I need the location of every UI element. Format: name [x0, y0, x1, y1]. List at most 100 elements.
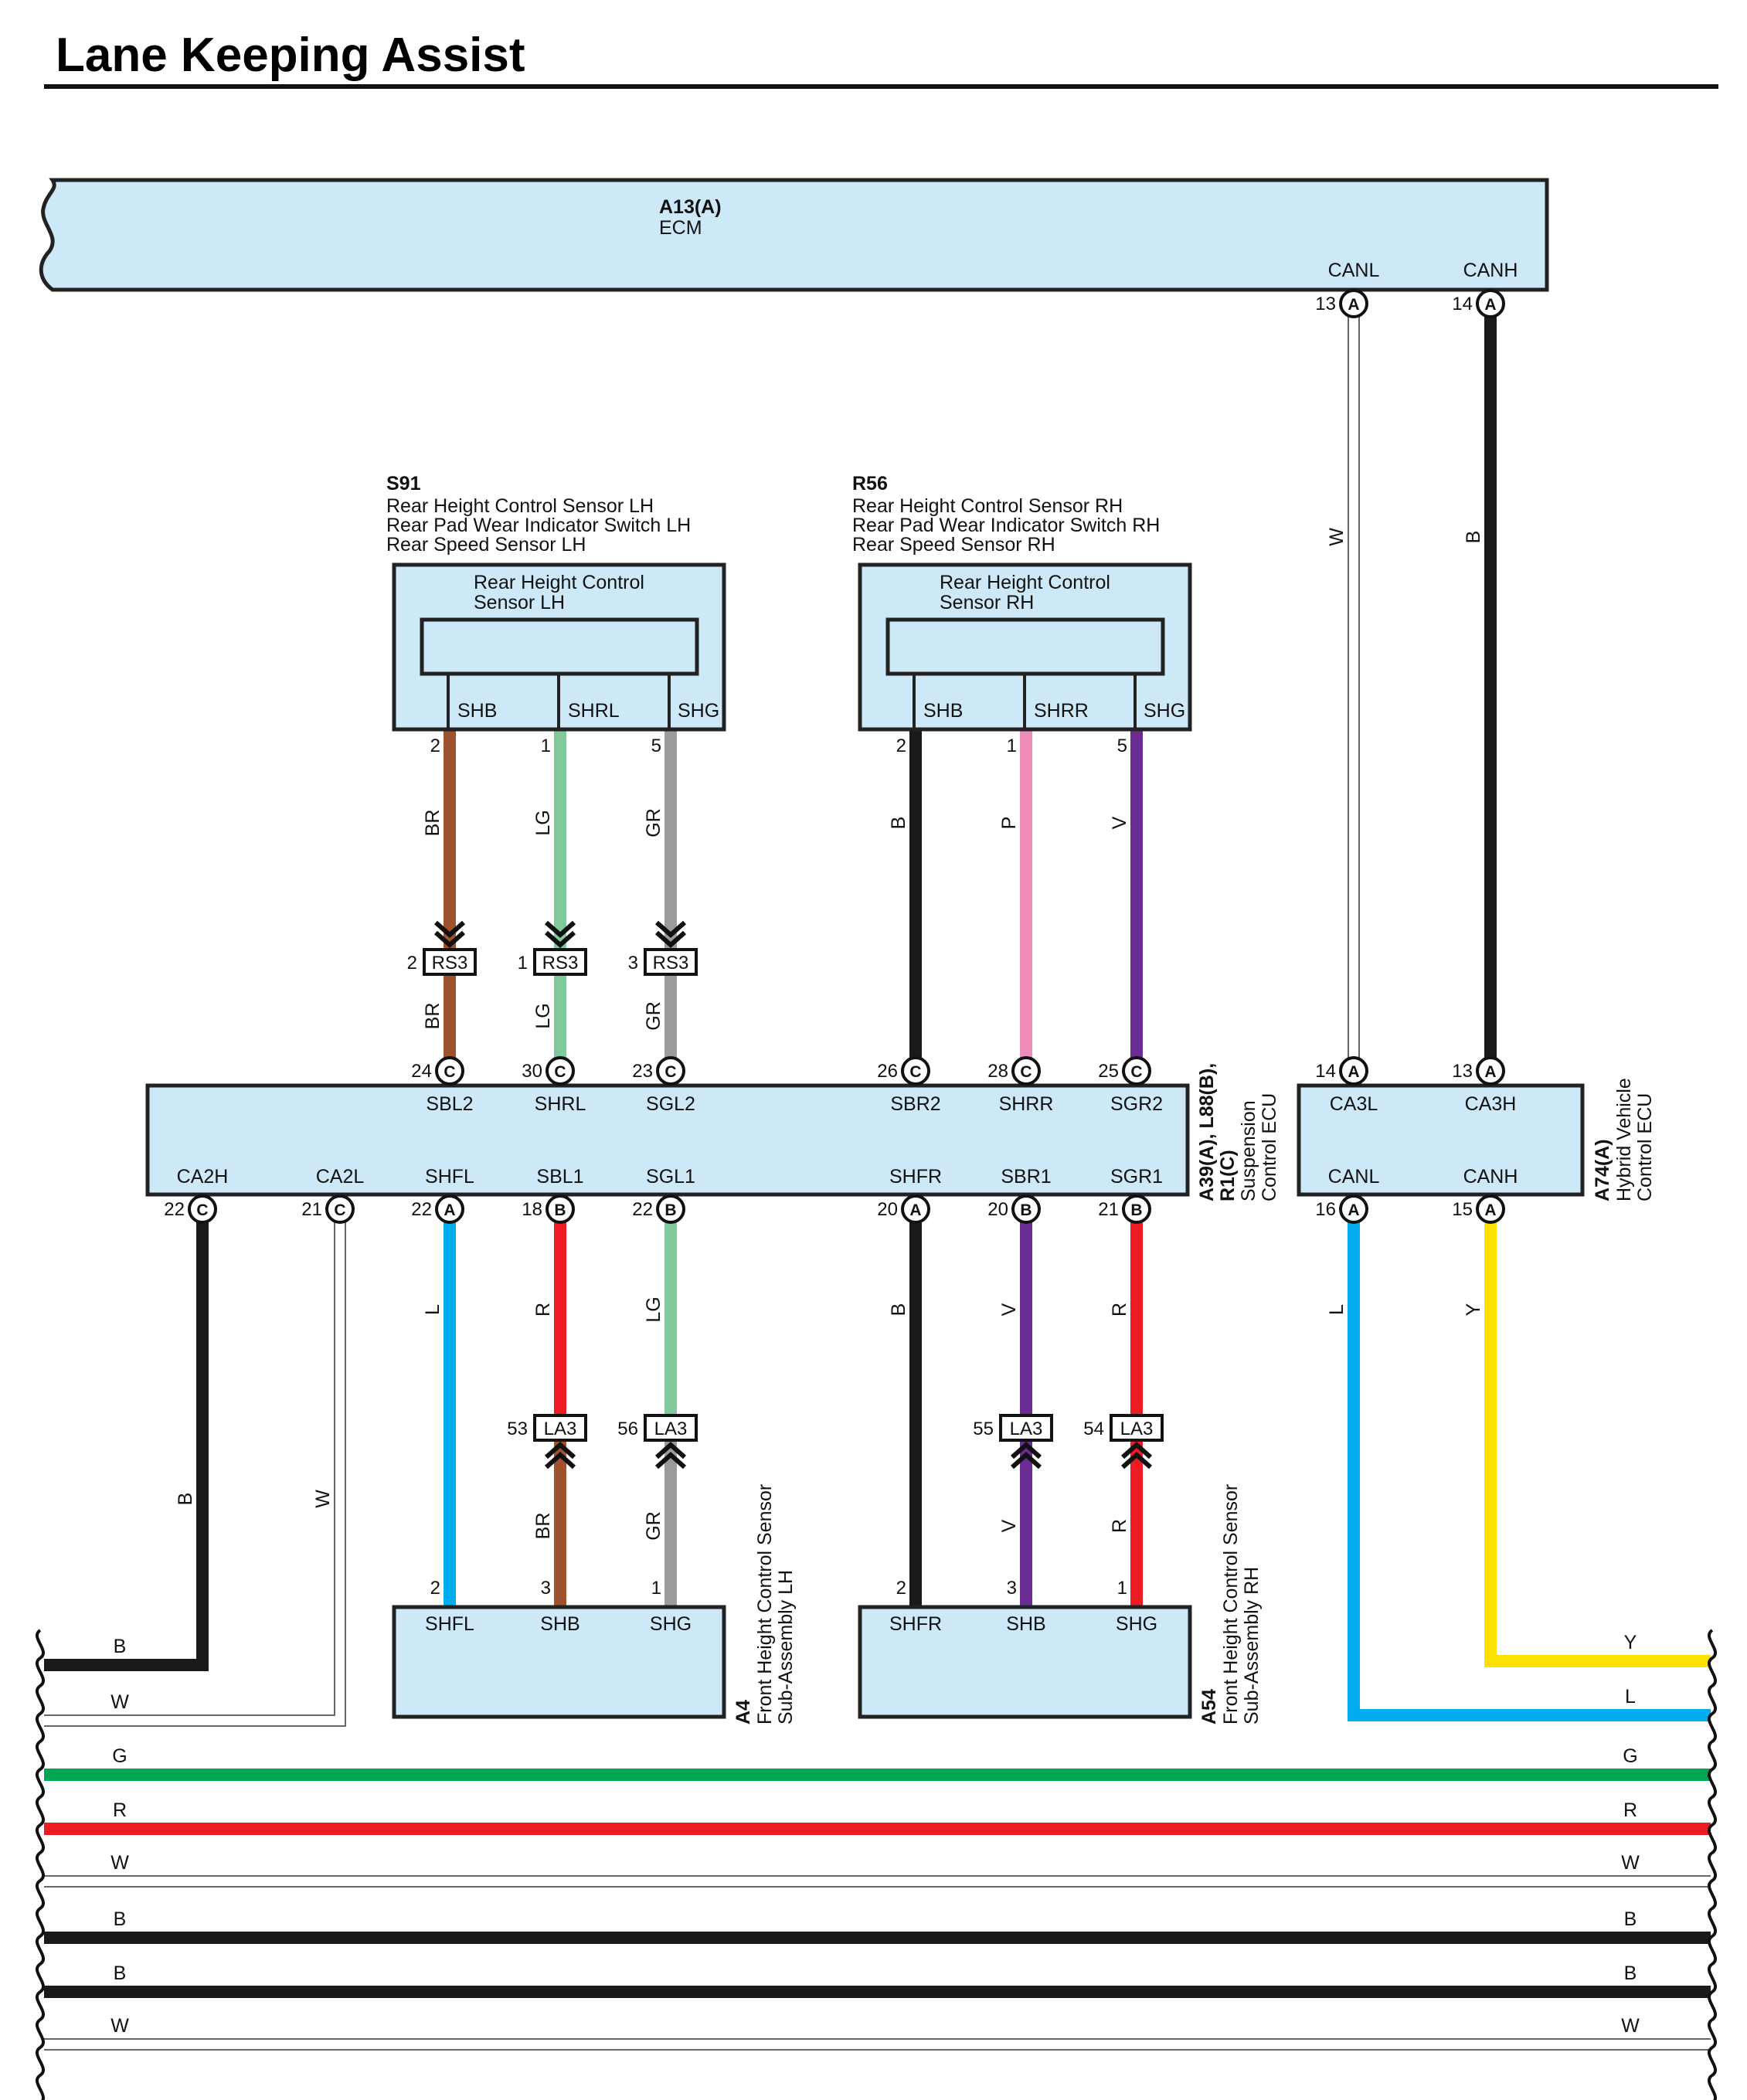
bus-left-label-0: B [114, 1636, 127, 1657]
front-wire-label-lower-4: GR [643, 1511, 664, 1541]
la3-3-connector-label: LA3 [1120, 1419, 1154, 1439]
susp-bot-4-terminal-letter: B [664, 1201, 676, 1219]
ecm-name: ECM [659, 217, 702, 239]
susp-bot-pin-label-1: CA2L [316, 1166, 365, 1188]
a4-pin-label-1: SHB [540, 1613, 580, 1635]
hv-top-1-terminal-letter: A [1484, 1063, 1496, 1081]
rs3-1-chevron-1 [545, 920, 576, 939]
rs3-1-connector-label: RS3 [542, 953, 579, 974]
front-wire-label-upper-7: R [1109, 1303, 1130, 1317]
r56-id: R56 [852, 473, 888, 494]
rs3-2-connector-number: 3 [628, 953, 638, 974]
susp-ecu-name-1: Suspension [1238, 1100, 1259, 1201]
bus-break-right [1708, 1629, 1717, 2100]
front-wire-label-upper-5: B [888, 1303, 909, 1317]
susp-top-4-pin-number: 28 [987, 1061, 1008, 1082]
susp-bot-1-terminal [325, 1194, 355, 1224]
bus-left-label-7: W [110, 2015, 129, 2037]
bus-left-label-3: R [113, 1799, 127, 1821]
wires-layer [44, 305, 1711, 2051]
front-wire-label-lower-7: R [1109, 1519, 1130, 1533]
hv-bot-1-terminal [1476, 1194, 1505, 1224]
bus-left-label-6: B [114, 1962, 127, 1984]
hv-bot-0-terminal [1339, 1194, 1368, 1224]
ecm-canl-terminal [1339, 289, 1368, 318]
hv-bot-1-terminal-letter: A [1484, 1201, 1496, 1219]
la3-3-connector [1110, 1414, 1164, 1442]
susp-bot-pin-label-7: SGR1 [1110, 1166, 1163, 1188]
rs3-1-connector [533, 948, 587, 976]
rs3-0-connector-number: 2 [407, 953, 417, 974]
s91-pin-num-0: 2 [430, 736, 440, 756]
r56-desc-3: Rear Speed Sensor RH [852, 534, 1055, 556]
s91-desc-1: Rear Height Control Sensor LH [386, 495, 654, 517]
la3-3-connector-number: 54 [1083, 1419, 1104, 1439]
bus-right-label-7: W [1621, 2015, 1640, 2037]
s91-pin-num-1: 1 [541, 736, 551, 756]
bus-right-label-3: R [1623, 1799, 1637, 1821]
rs3-0-connector [423, 948, 477, 976]
r56-pin-shb: SHB [923, 700, 963, 722]
a54-pin-label-0: SHFR [889, 1613, 942, 1635]
hv-bot-0-pin-number: 16 [1315, 1199, 1336, 1220]
la3-1-connector-number: 56 [617, 1419, 638, 1439]
la3-1-connector-label: LA3 [654, 1419, 688, 1439]
hv-canh-wire-label: Y [1463, 1303, 1484, 1316]
a54-name-1: Front Height Control Sensor [1220, 1484, 1242, 1725]
page-title: Lane Keeping Assist [56, 29, 525, 82]
s91-pin-shrl: SHRL [568, 700, 620, 722]
a4-pin-num-1: 3 [541, 1578, 551, 1599]
susp-top-3-terminal [901, 1056, 930, 1086]
susp-bot-6-terminal [1011, 1194, 1041, 1224]
bus-right-label-1: L [1625, 1686, 1636, 1708]
susp-bot-pin-label-4: SGL1 [646, 1166, 695, 1188]
susp-bot-3-pin-number: 18 [522, 1199, 542, 1220]
rs3-0-chevron-0 [434, 930, 465, 949]
r56-pin-shg: SHG [1144, 700, 1185, 722]
susp-bot-0-terminal [188, 1194, 217, 1224]
bus-left-label-1: W [110, 1691, 129, 1713]
hv-top-pin-label-0: CA3L [1330, 1093, 1378, 1115]
s91-inner-2: Sensor LH [474, 592, 565, 613]
s91-pin-num-2: 5 [651, 736, 661, 756]
susp-top-2-terminal [656, 1056, 685, 1086]
hv-top-1-terminal [1476, 1056, 1505, 1086]
susp-bot-pin-label-0: CA2H [177, 1166, 229, 1188]
s91-wire-label-upper-1: LG [532, 810, 554, 835]
susp-ecu-id-2: R1(C) [1217, 1150, 1239, 1201]
susp-top-pin-label-3: SBR2 [890, 1093, 940, 1115]
susp-bot-2-terminal-letter: A [444, 1201, 455, 1219]
susp-top-5-pin-number: 25 [1098, 1061, 1119, 1082]
ecm-canl-pin-number: 13 [1315, 294, 1336, 314]
susp-bot-2-pin-number: 22 [411, 1199, 432, 1220]
rs3-1-connector-number: 1 [518, 953, 528, 974]
a54-pin-label-1: SHB [1006, 1613, 1045, 1635]
susp-top-1-terminal [546, 1056, 575, 1086]
ca2l-wire [44, 1209, 345, 1725]
r56-inner-1: Rear Height Control [940, 572, 1110, 593]
rs3-2-connector-label: RS3 [653, 953, 689, 974]
hv-ecu-name-2: Control ECU [1634, 1093, 1656, 1201]
s91-wire-label-lower-2: GR [643, 1001, 664, 1031]
susp-bot-3-terminal-letter: B [554, 1201, 566, 1219]
la3-1-chevron-1 [655, 1451, 686, 1470]
susp-bot-pin-label-5: SHFR [889, 1166, 942, 1188]
r56-wire-label-0: B [888, 817, 909, 830]
susp-ecu-id-1: A39(A), L88(B), [1196, 1063, 1218, 1201]
ecm-canh-pin-number: 14 [1452, 294, 1473, 314]
front-wire-label-lower-6: V [998, 1519, 1020, 1532]
susp-top-3-terminal-letter: C [909, 1063, 921, 1081]
r56-desc-1: Rear Height Control Sensor RH [852, 495, 1123, 517]
r56-wire-label-2: V [1109, 816, 1130, 829]
s91-desc-3: Rear Speed Sensor LH [386, 534, 586, 556]
susp-top-3-pin-number: 26 [877, 1061, 898, 1082]
rs3-2-chevron-0 [655, 930, 686, 949]
hv-ecu-box [1297, 1083, 1585, 1197]
susp-top-2-terminal-letter: C [664, 1063, 676, 1081]
susp-bot-5-pin-number: 20 [877, 1199, 898, 1220]
hv-top-0-terminal [1339, 1056, 1368, 1086]
susp-bot-pin-label-2: SHFL [425, 1166, 474, 1188]
a54-box [858, 1605, 1192, 1719]
s91-inner-1: Rear Height Control [474, 572, 644, 593]
susp-top-pin-label-0: SBL2 [426, 1093, 473, 1115]
